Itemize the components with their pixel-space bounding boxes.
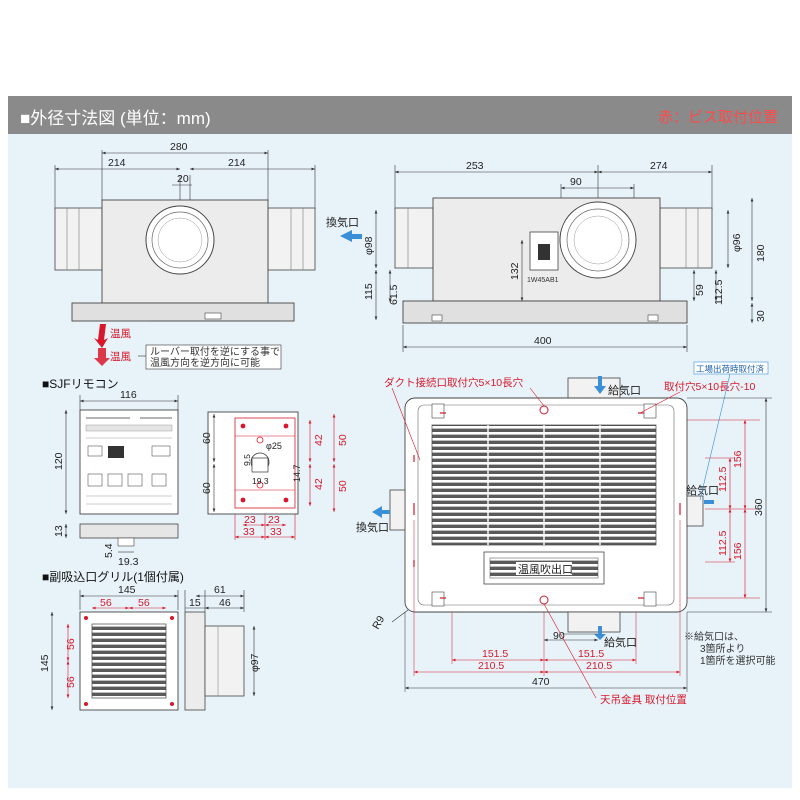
dim-13: 13: [53, 525, 65, 537]
dim-42-bottom: 42: [313, 478, 325, 490]
kanki-label-plan: 換気口: [356, 520, 389, 534]
fixing-hole-note: 取付穴5×10長穴-10: [664, 380, 755, 393]
dim-15: 15: [189, 597, 201, 609]
dim-360: 360: [753, 498, 765, 516]
dim-42-top: 42: [313, 434, 325, 446]
dim-5-4: 5.4: [103, 543, 115, 558]
kyuki-label-top: 給気口: [608, 383, 641, 397]
dim-23-left: 23: [244, 514, 256, 526]
dim-90-plan: 90: [553, 630, 565, 642]
dim-20: 20: [177, 173, 189, 185]
page-title: ■外径寸法図 (単位：mm): [20, 109, 211, 128]
dim-132: 132: [509, 262, 521, 280]
dim-R9: R9: [370, 614, 387, 632]
kyuki-note-line3: 1箇所を選択可能: [700, 654, 776, 667]
dim-145-top: 145: [118, 584, 136, 596]
dim-phi97: φ97: [249, 653, 261, 672]
factory-installed-note: 工場出荷時取付済: [696, 364, 765, 374]
kanki-label-side: 換気口: [326, 215, 359, 229]
dim-14-7: 14.7: [292, 464, 302, 482]
kyuki-label-bottom: 給気口: [604, 635, 637, 649]
outlet-label: 温風吹出口: [518, 562, 573, 576]
dim-280: 280: [170, 141, 188, 153]
mounting-plate: 60 60 φ25 9.5 14.7 19.3 42 42 50 50 23 2…: [201, 411, 349, 540]
dim-60-top: 60: [201, 432, 213, 444]
dim-151-5-left: 151.5: [482, 648, 508, 660]
dim-46: 46: [219, 597, 231, 609]
dim-19-3-remote: 19.3: [118, 556, 139, 568]
dim-30: 30: [755, 310, 767, 322]
dim-90-side: 90: [570, 176, 582, 188]
dim-59: 59: [694, 284, 706, 296]
unit-badge: 1W45AB1: [527, 277, 559, 284]
dim-156-upper: 156: [732, 450, 744, 468]
dim-470: 470: [532, 676, 550, 688]
dim-60-bottom: 60: [201, 482, 213, 494]
dim-156-lower: 156: [732, 542, 744, 560]
dim-115: 115: [363, 283, 375, 300]
hanger-note: 天吊金具 取付位置: [600, 693, 687, 706]
grille-section: ■副吸込口グリル(1個付属) 145 56 56 145 56 56 15 61…: [39, 570, 261, 711]
louver-note-line1: ルーバー取付を逆にする事で: [150, 345, 280, 358]
dim-50-top: 50: [337, 434, 349, 446]
dim-210-5-right: 210.5: [586, 660, 612, 672]
side-view: 1W45AB1 換気口 φ98 115 61.5 132 φ96 180 59 …: [326, 160, 767, 352]
dim-9-5: 9.5: [242, 454, 252, 466]
dim-400: 400: [534, 335, 552, 347]
dim-23-right: 23: [268, 514, 280, 526]
dim-120: 120: [53, 452, 65, 470]
dim-253: 253: [466, 160, 484, 172]
dim-274: 274: [650, 160, 668, 172]
dim-phi25: φ25: [266, 441, 282, 451]
duct-hole-note: ダクト接続口取付穴5×10長穴: [384, 376, 524, 389]
remote-section-title: ■SJFリモコン: [42, 377, 119, 391]
dim-214-right: 214: [228, 157, 246, 169]
dim-phi98: φ98: [363, 236, 375, 255]
dim-116: 116: [120, 389, 137, 401]
dim-112-5-upper: 112.5: [717, 466, 729, 492]
dim-33-right: 33: [270, 526, 282, 538]
front-view: 温風 温風 ルーバー取付を逆にする事で 温風方向を逆方向に可能 280 214 …: [54, 141, 316, 370]
dim-56-top-left: 56: [100, 597, 112, 609]
dim-214-left: 214: [108, 157, 126, 169]
dim-19-3-plate: 19.3: [252, 476, 269, 486]
dim-56-left-top: 56: [65, 638, 77, 650]
dim-151-5-right: 151.5: [578, 648, 604, 660]
onpuu-label-2: 温風: [110, 351, 131, 363]
dim-33-left: 33: [243, 526, 255, 538]
dim-180: 180: [755, 244, 767, 262]
dim-56-left-bottom: 56: [65, 676, 77, 688]
dim-50-bottom: 50: [337, 480, 349, 492]
grille-section-title: ■副吸込口グリル(1個付属): [42, 570, 184, 584]
header-bar: [8, 96, 792, 134]
kyuki-note-line2: 3箇所より: [700, 642, 745, 655]
plan-view: 給気口 温風吹出口 換気口 給気口: [356, 361, 776, 706]
dim-61-5: 61.5: [388, 284, 400, 305]
dim-145-left: 145: [39, 654, 51, 672]
dim-61: 61: [214, 584, 226, 596]
dim-phi96: φ96: [731, 233, 743, 252]
dim-56-top-right: 56: [138, 597, 150, 609]
remote-section: ■SJFリモコン 116 120 13 5.4 19.3: [42, 377, 179, 568]
dim-210-5-left: 210.5: [478, 660, 504, 672]
kyuki-note-line1: ※給気口は、: [684, 630, 744, 643]
screw-position-note: 赤：ビス取付位置: [657, 109, 778, 126]
dim-112-5-side: 112.5: [713, 279, 725, 305]
dim-112-5-lower: 112.5: [717, 530, 729, 556]
onpuu-label-1: 温風: [110, 328, 131, 340]
louver-note-line2: 温風方向を逆方向に可能: [150, 356, 260, 369]
